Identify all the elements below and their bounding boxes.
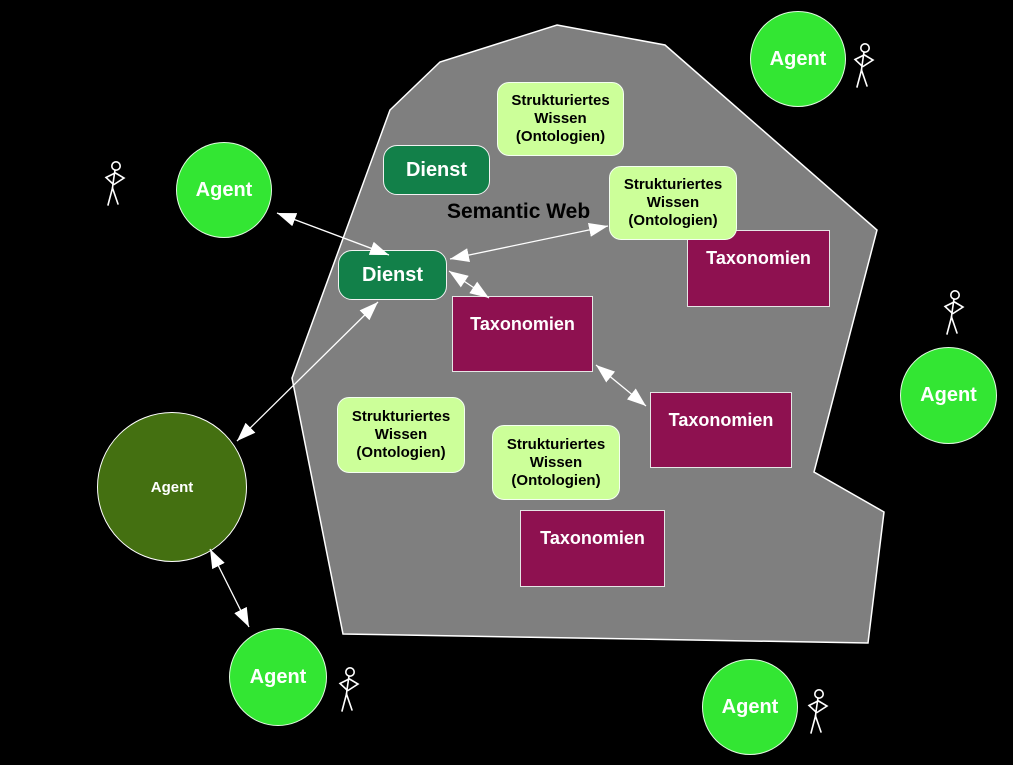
- service-box: Dienst: [338, 250, 447, 300]
- service-box: Dienst: [383, 145, 490, 195]
- structured-knowledge-box: Strukturiertes Wissen (Ontologien): [492, 425, 620, 500]
- agent-node: Agent: [750, 11, 846, 107]
- agent-node: Agent: [229, 628, 327, 726]
- knowledge-line: Wissen: [646, 194, 700, 211]
- knowledge-line: Wissen: [529, 453, 583, 471]
- taxonomy-box: Taxonomien: [452, 296, 593, 372]
- connector-arrow: [595, 364, 647, 407]
- person-icon: [338, 667, 360, 712]
- connector-arrow: [209, 548, 250, 628]
- knowledge-line: Strukturiertes: [623, 176, 723, 193]
- taxonomy-box: Taxonomien: [687, 230, 830, 307]
- knowledge-line: Strukturiertes: [511, 92, 610, 109]
- knowledge-line: (Ontologien): [515, 128, 606, 145]
- knowledge-line: Strukturiertes: [506, 435, 606, 453]
- knowledge-line: (Ontologien): [511, 471, 601, 489]
- person-icon: [807, 689, 829, 734]
- connector-arrow: [276, 212, 390, 256]
- agent-node: Agent: [702, 659, 798, 755]
- semantic-web-label: Semantic Web: [447, 200, 591, 223]
- person-icon: [943, 290, 965, 335]
- structured-knowledge-box: Strukturiertes Wissen (Ontologien): [497, 82, 624, 156]
- connector-arrow: [449, 223, 609, 262]
- agent-node: Agent: [900, 347, 997, 444]
- structured-knowledge-box: Strukturiertes Wissen (Ontologien): [337, 397, 465, 473]
- knowledge-line: Strukturiertes: [351, 408, 451, 425]
- knowledge-line: Wissen: [534, 110, 587, 127]
- agent-node: Agent: [176, 142, 272, 238]
- connector-arrow: [448, 270, 490, 299]
- knowledge-line: Wissen: [374, 426, 428, 443]
- taxonomy-box: Taxonomien: [650, 392, 792, 468]
- person-icon: [853, 43, 875, 88]
- knowledge-line: (Ontologien): [628, 212, 718, 229]
- structured-knowledge-box: Strukturiertes Wissen (Ontologien): [609, 166, 737, 240]
- taxonomy-box: Taxonomien: [520, 510, 665, 587]
- person-icon: [104, 161, 126, 206]
- knowledge-line: (Ontologien): [356, 444, 446, 461]
- agent-node: Agent: [97, 412, 247, 562]
